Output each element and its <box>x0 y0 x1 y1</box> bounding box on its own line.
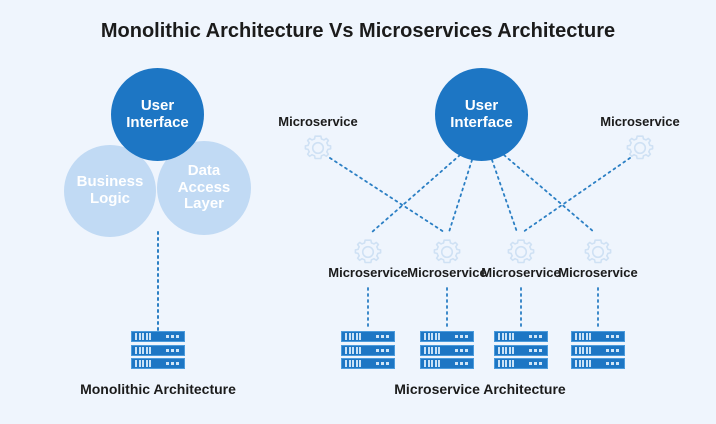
server-unit <box>341 331 395 342</box>
server-unit <box>494 344 548 356</box>
server-bars <box>135 333 151 340</box>
server-unit <box>420 331 474 342</box>
server-dots <box>606 362 619 365</box>
server-unit <box>420 358 474 369</box>
hub-ui-line2: Interface <box>450 113 513 131</box>
gear-icon <box>351 235 385 269</box>
server-bars <box>575 360 591 367</box>
microservice-database-icon-2 <box>420 331 474 369</box>
server-dots <box>455 335 468 338</box>
business-logic-line1: Business <box>76 173 144 191</box>
server-bars <box>424 346 440 354</box>
server-dots <box>166 348 179 352</box>
monolith-ui-line2: Interface <box>126 113 189 131</box>
gear-icon <box>430 235 464 269</box>
server-unit <box>131 358 185 369</box>
gear-icon <box>581 235 615 269</box>
microservice-section-label: Microservice Architecture <box>394 381 566 397</box>
server-bars <box>135 346 151 354</box>
server-bars <box>498 360 514 367</box>
server-bars <box>424 360 440 367</box>
server-unit <box>571 331 625 342</box>
server-unit <box>131 344 185 356</box>
server-unit <box>420 344 474 356</box>
server-bars <box>345 346 361 354</box>
server-bars <box>424 333 440 340</box>
server-bars <box>498 346 514 354</box>
microservice-database-icon-1 <box>341 331 395 369</box>
gear-icon <box>623 131 657 165</box>
monolith-circle-user-interface: User Interface <box>111 68 204 161</box>
microservice-database-icon-3 <box>494 331 548 369</box>
server-bars <box>498 333 514 340</box>
server-bars <box>345 360 361 367</box>
server-dots <box>376 362 389 365</box>
server-unit <box>341 344 395 356</box>
gear-icon <box>301 131 335 165</box>
server-dots <box>166 362 179 365</box>
server-dots <box>529 362 542 365</box>
monolith-ui-line1: User <box>140 96 175 114</box>
data-access-line2: Access <box>177 178 231 196</box>
monolithic-section-label: Monolithic Architecture <box>80 381 236 397</box>
server-unit <box>341 358 395 369</box>
page-title: Monolithic Architecture Vs Microservices… <box>100 20 616 42</box>
server-dots <box>529 348 542 352</box>
server-unit <box>571 344 625 356</box>
server-bars <box>575 333 591 340</box>
server-unit <box>494 358 548 369</box>
server-dots <box>166 335 179 338</box>
server-dots <box>376 335 389 338</box>
monolith-database-icon <box>131 331 185 369</box>
server-dots <box>376 348 389 352</box>
business-logic-line2: Logic <box>89 190 130 207</box>
server-unit <box>571 358 625 369</box>
microservice-database-icon-4 <box>571 331 625 369</box>
microservice-label-top-left: Microservice <box>278 114 358 129</box>
server-dots <box>606 348 619 352</box>
server-bars <box>135 360 151 367</box>
hub-ui-line1: User <box>464 96 499 114</box>
microservice-label-middle-1: Microservice <box>328 265 408 280</box>
gear-icon <box>504 235 538 269</box>
server-dots <box>455 362 468 365</box>
data-access-line1: Data <box>187 161 221 179</box>
server-dots <box>606 335 619 338</box>
monolith-circle-business-logic: Business Logic <box>64 145 156 237</box>
microservices-hub-user-interface: User Interface <box>435 68 528 161</box>
server-dots <box>455 348 468 352</box>
server-unit <box>131 331 185 342</box>
server-bars <box>345 333 361 340</box>
server-unit <box>494 331 548 342</box>
server-dots <box>529 335 542 338</box>
microservice-label-top-right: Microservice <box>600 114 680 129</box>
microservice-label-middle-4: Microservice <box>558 265 638 280</box>
microservice-label-middle-3: Microservice <box>481 265 561 280</box>
server-bars <box>575 346 591 354</box>
data-access-line3: Layer <box>183 195 224 213</box>
microservice-label-middle-2: Microservice <box>407 265 487 280</box>
